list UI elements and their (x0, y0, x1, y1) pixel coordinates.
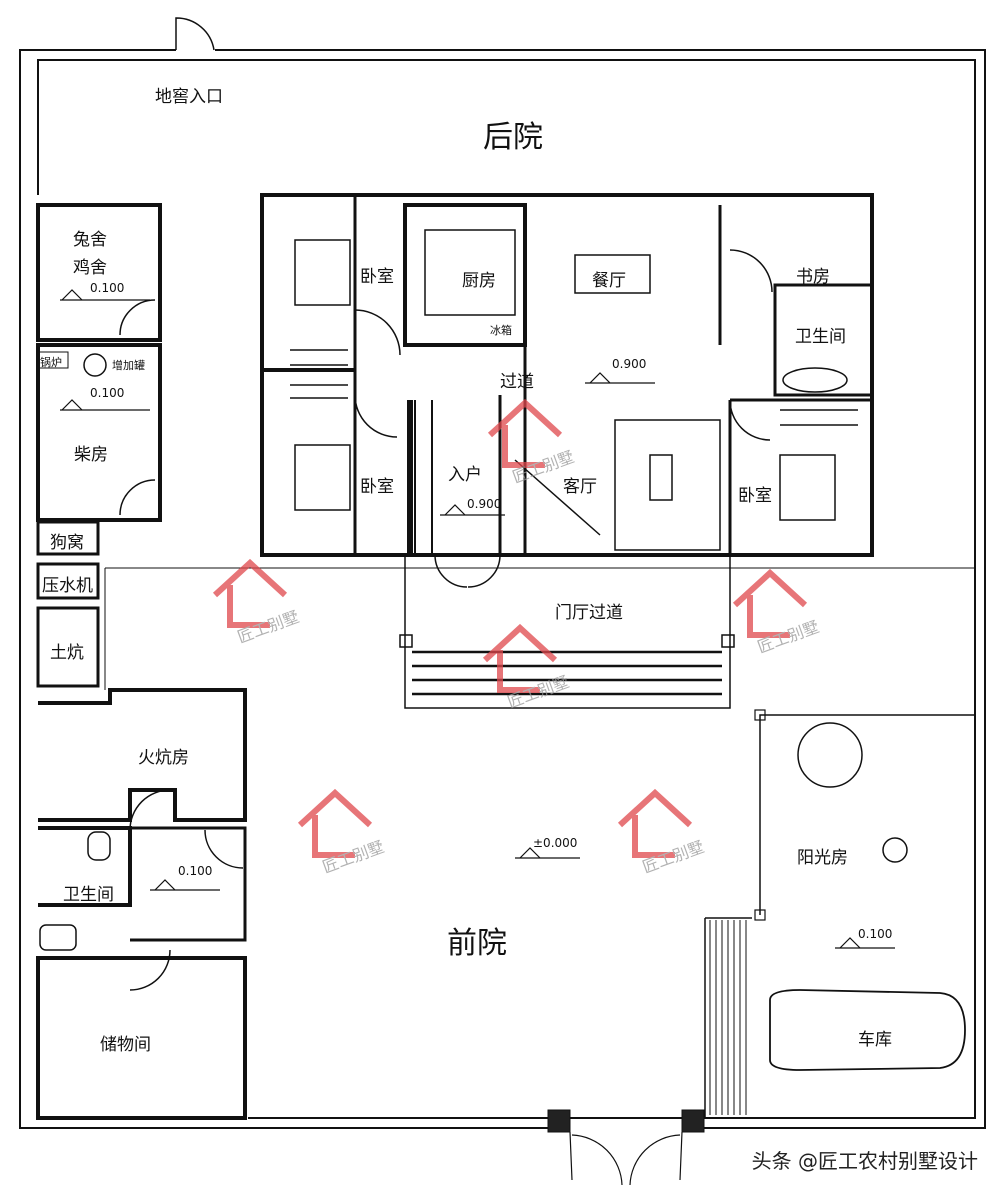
level-firewood: 0.100 (90, 386, 125, 400)
watermark-logo: 匠工别墅 (615, 785, 725, 879)
svg-text:匠工别墅: 匠工别墅 (510, 447, 577, 485)
outer-wall-right (215, 49, 986, 1129)
level-kang-hall: 0.100 (178, 864, 213, 878)
front-yard-label: 前院 (447, 926, 507, 961)
bedroom-nw-label: 卧室 (360, 267, 394, 287)
credit-text: 头条 @匠工农村别墅设计 (751, 1145, 978, 1174)
heated-kang-room-label: 火炕房 (138, 748, 189, 768)
fridge-label: 冰箱 (490, 324, 512, 337)
svg-text:匠工别墅: 匠工别墅 (320, 837, 387, 875)
kang-block (36, 606, 100, 688)
sunroom-frame (759, 714, 975, 915)
watermark-logo: 匠工别墅 (210, 555, 320, 649)
svg-text:匠工别墅: 匠工别墅 (505, 672, 572, 710)
dining-label: 餐厅 (592, 271, 626, 291)
watermark-logo: 匠工别墅 (485, 395, 595, 489)
firewood-room-label: 柴房 (74, 445, 108, 465)
entry-label: 入户 (448, 465, 482, 485)
kennel-label: 狗窝 (50, 533, 84, 553)
watermark-logo: 匠工别墅 (730, 565, 840, 659)
corridor-label: 过道 (500, 372, 534, 392)
svg-text:匠工别墅: 匠工别墅 (755, 617, 822, 655)
level-corridor: 0.900 (612, 357, 647, 371)
back-yard-label: 后院 (483, 120, 543, 155)
level-sunroom: 0.100 (858, 927, 893, 941)
heated-kang-wall (38, 688, 247, 822)
hall-wall (130, 826, 247, 942)
boiler-label: 锅炉 (40, 356, 62, 369)
watermark-logo: 匠工别墅 (295, 785, 405, 879)
pump-block (36, 562, 100, 600)
sunroom-label: 阳光房 (797, 848, 848, 868)
storage-label: 储物间 (100, 1035, 151, 1055)
water-pump-label: 压水机 (42, 576, 93, 596)
foyer-corridor-label: 门厅过道 (555, 603, 623, 623)
hutch-block (36, 203, 162, 342)
outer-wall (19, 49, 548, 1129)
bath-right-wall (773, 283, 874, 397)
bathroom-left-label: 卫生间 (63, 885, 114, 905)
cellar-entrance-label: 地窖入口 (155, 87, 223, 107)
chicken-coop-label: 鸡舍 (73, 258, 107, 278)
bedroom-sw-label: 卧室 (360, 477, 394, 497)
kennel-block (36, 520, 100, 556)
rabbit-hutch-label: 兔舍 (73, 230, 107, 250)
level-hutch: 0.100 (90, 281, 125, 295)
pressure-tank-label: 增加罐 (112, 359, 145, 372)
svg-text:匠工别墅: 匠工别墅 (235, 607, 302, 645)
kitchen-label: 厨房 (462, 271, 496, 291)
car-outline (769, 989, 966, 1071)
porch-frame (404, 555, 731, 709)
bathroom-right-label: 卫生间 (795, 327, 846, 347)
storage-wall (36, 956, 247, 1120)
living-label: 客厅 (563, 477, 597, 497)
bedroom-e-label: 卧室 (738, 486, 772, 506)
svg-text:匠工别墅: 匠工别墅 (640, 837, 707, 875)
level-entry: 0.900 (467, 497, 502, 511)
level-yard: ±0.000 (533, 836, 578, 850)
study-label: 书房 (796, 267, 830, 287)
kang-label: 土炕 (50, 643, 84, 663)
garage-label: 车库 (858, 1030, 892, 1050)
bath-wall (38, 826, 132, 907)
inner-boundary (37, 59, 976, 1119)
firewood-block (36, 343, 162, 522)
watermark-logo: 匠工别墅 (480, 620, 590, 714)
